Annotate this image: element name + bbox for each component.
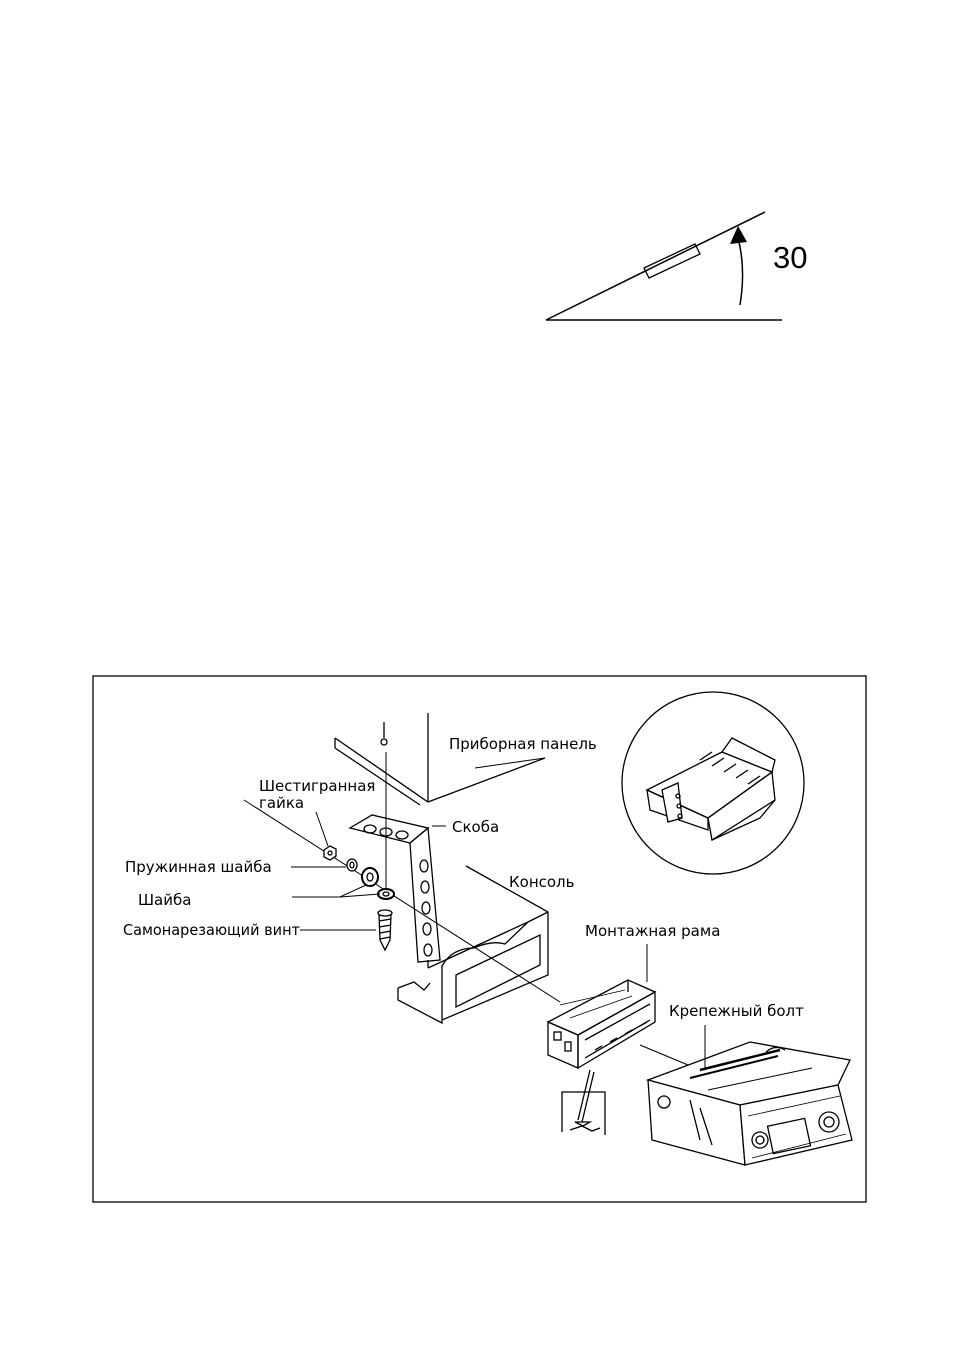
label-self-tapping-screw: Самонарезающий винт [123, 921, 300, 939]
dashboard-leader [475, 758, 545, 768]
label-hex-nut-line1: Шестигранная [259, 777, 375, 795]
spring-washer [347, 859, 357, 871]
label-mounting-frame: Монтажная рама [585, 922, 720, 940]
mounting-diagram [244, 692, 852, 1165]
unit-on-slope [644, 244, 700, 278]
bracket [350, 815, 440, 962]
label-spring-washer: Пружинная шайба [125, 858, 272, 876]
self-tapping-screw [378, 910, 392, 950]
label-bracket: Скоба [452, 818, 499, 836]
flat-washer [362, 868, 378, 886]
hex-nut [324, 846, 336, 860]
label-console: Консоль [509, 873, 575, 891]
flat-washer-2 [378, 889, 394, 899]
angle-diagram [546, 212, 782, 320]
head-unit [648, 1042, 852, 1165]
angle-label: 30 [773, 240, 807, 275]
washer-leader [292, 885, 366, 897]
label-fixing-bolt: Крепежный болт [669, 1002, 804, 1020]
detail-inset [622, 692, 804, 874]
label-hex-nut-line2: гайка [259, 794, 304, 812]
label-dashboard: Приборная панель [449, 735, 597, 753]
angle-arc [738, 238, 743, 305]
mounting-frame [548, 980, 655, 1068]
tool-inset [562, 1070, 605, 1135]
hex-nut-leader [316, 812, 328, 846]
assembly-axis-line [244, 800, 560, 1002]
label-washer: Шайба [138, 891, 191, 909]
inclined-line [546, 212, 765, 320]
